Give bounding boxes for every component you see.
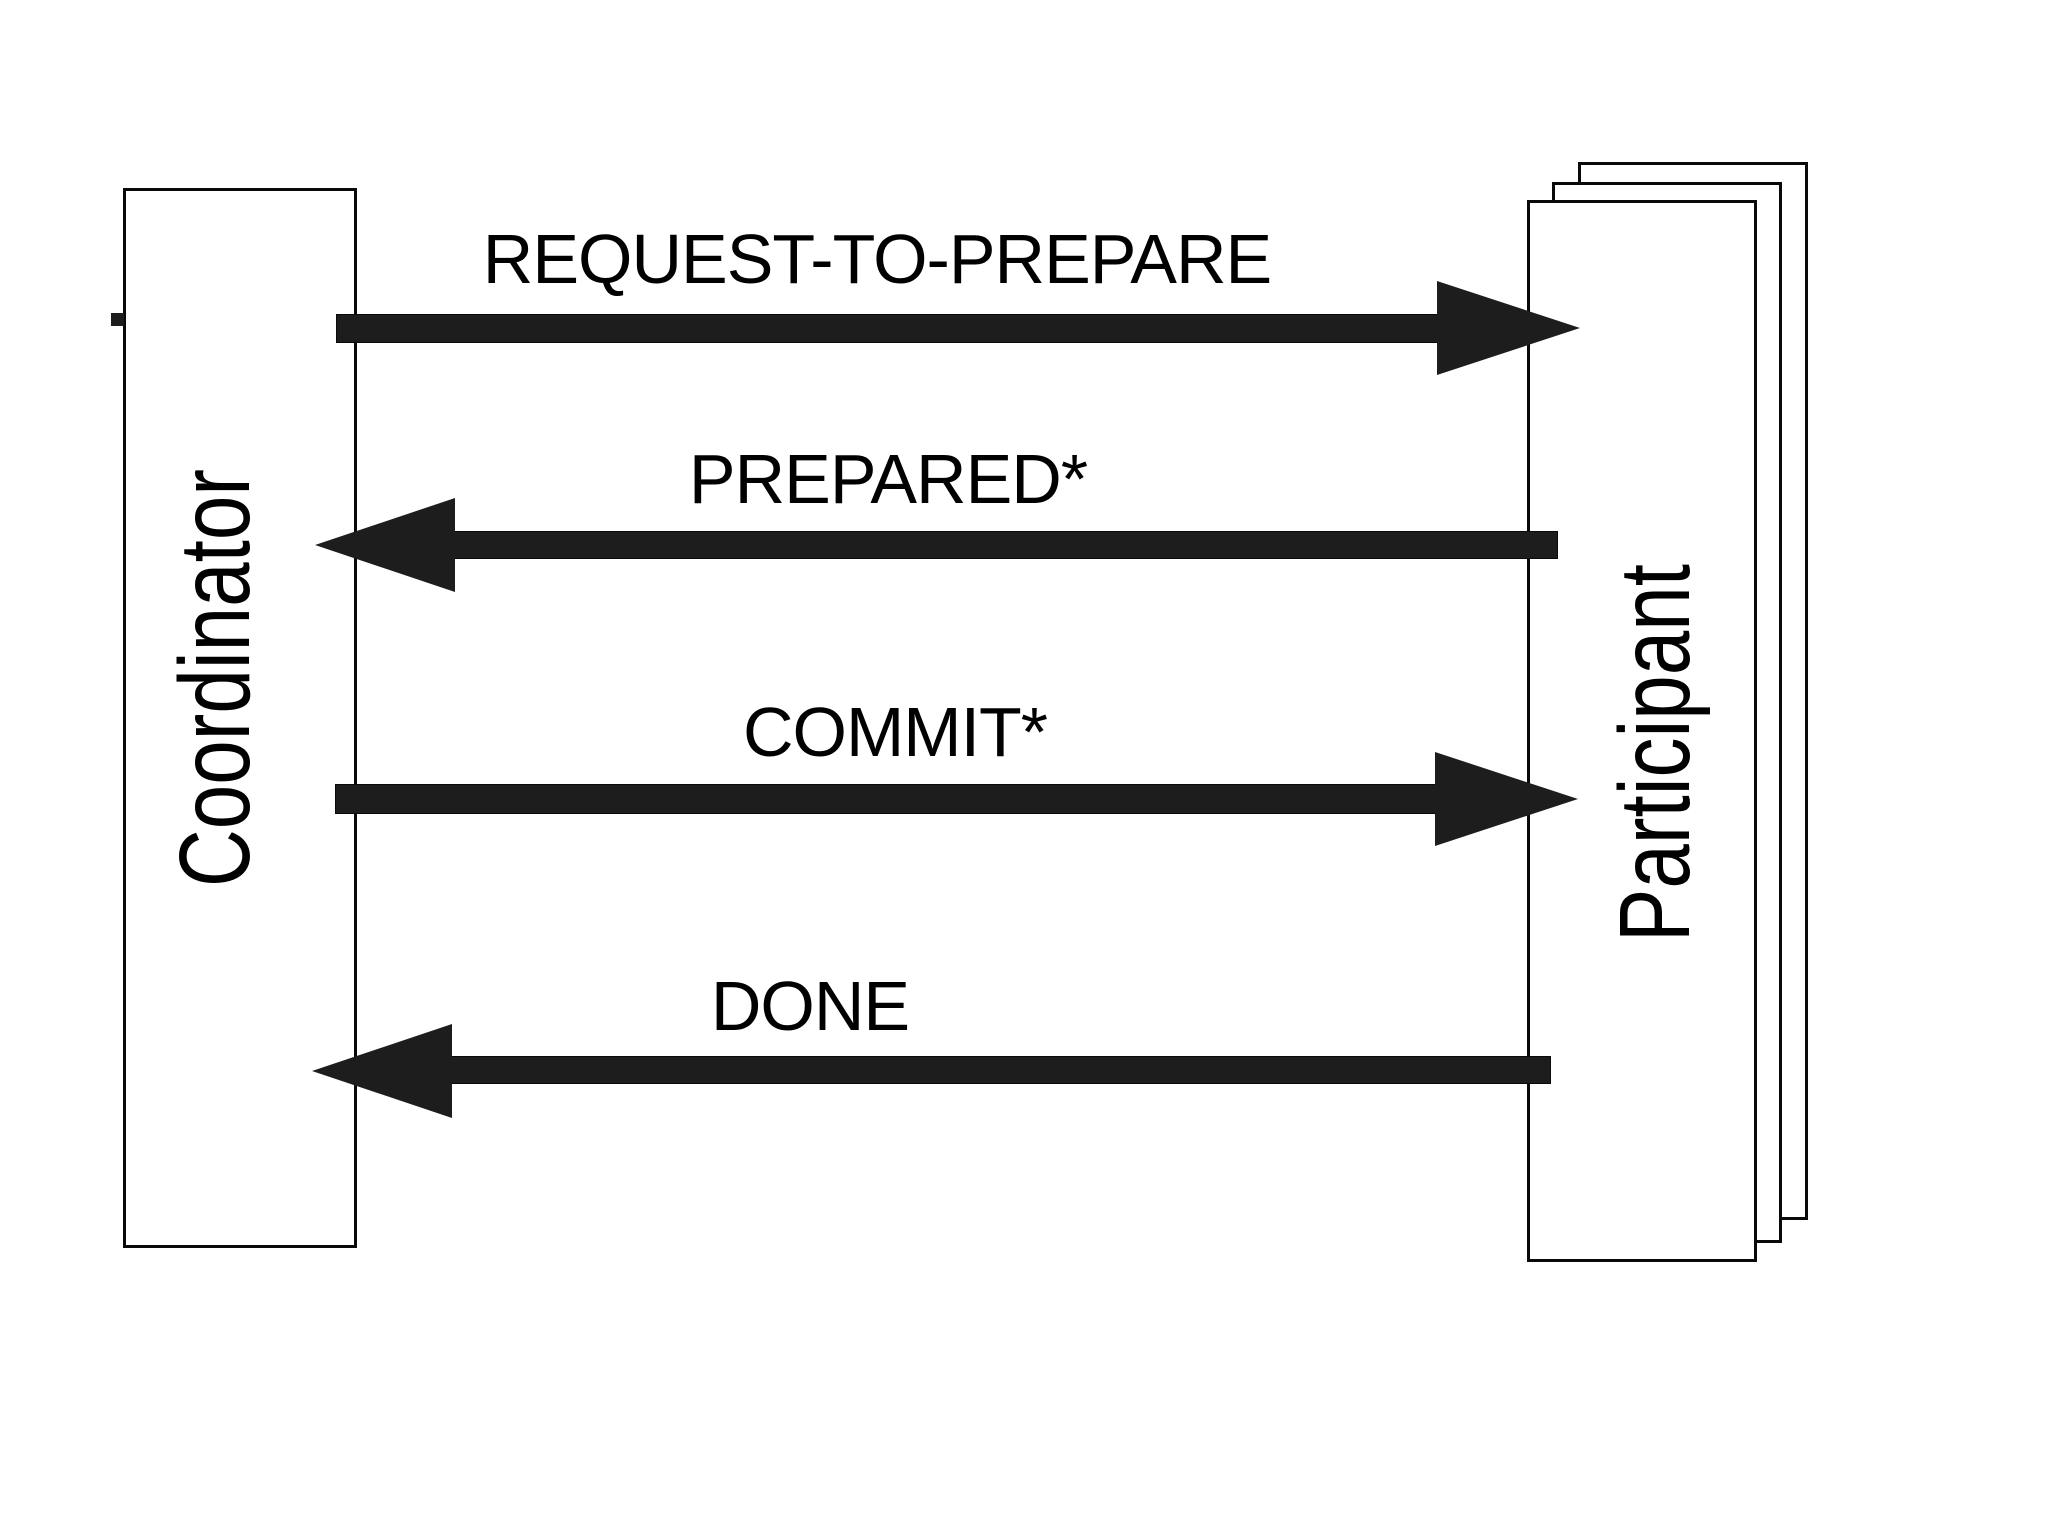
arrowhead-right-icon (1437, 281, 1580, 375)
participant-label: Participant (1599, 564, 1711, 942)
commit-label: COMMIT* (742, 693, 1048, 771)
tick-mark (111, 313, 124, 326)
coordinator-label: Coordinator (159, 468, 271, 888)
done-arrow-shaft (451, 1056, 1551, 1084)
arrowhead-left-icon (312, 1024, 452, 1118)
done-label: DONE (710, 967, 910, 1045)
participant-box-front (1527, 200, 1757, 1262)
commit-arrow-shaft (335, 784, 1438, 814)
arrowhead-right-icon (1435, 752, 1578, 846)
request-to-prepare-arrow-shaft (336, 314, 1438, 343)
arrowhead-left-icon (315, 498, 455, 592)
prepared-label: PREPARED* (688, 440, 1088, 518)
request-to-prepare-label: REQUEST-TO-PREPARE (482, 220, 1272, 298)
prepared-arrow-shaft (454, 531, 1558, 559)
